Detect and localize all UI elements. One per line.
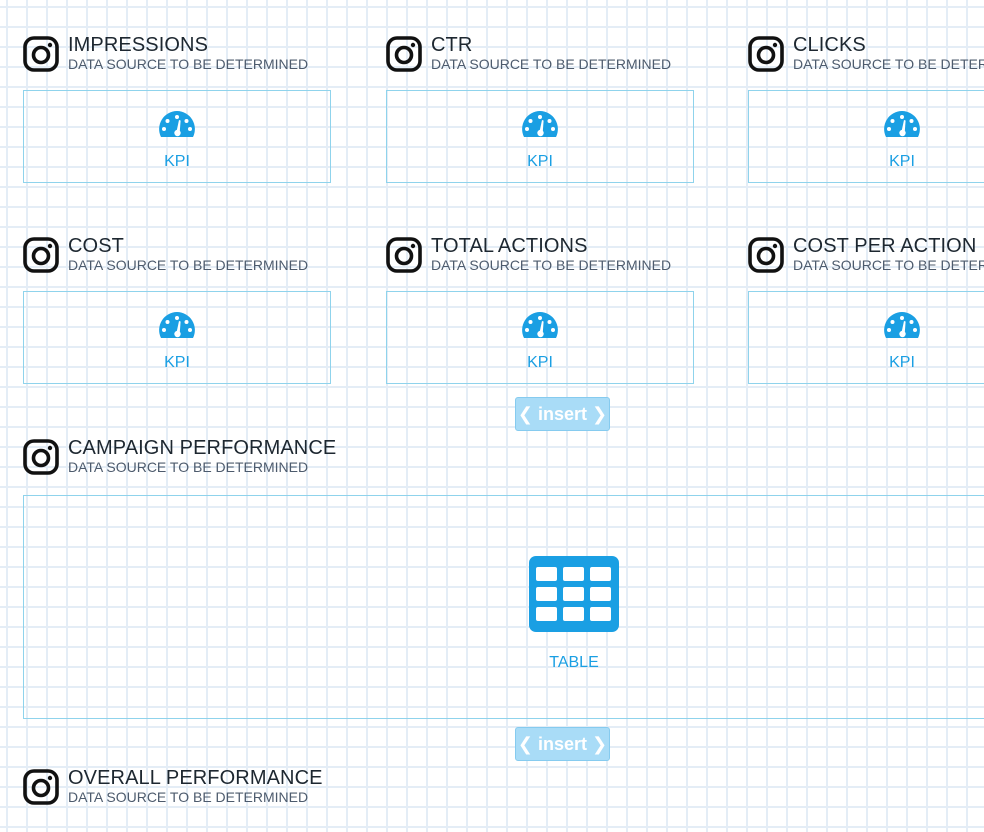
widget-subtitle: DATA SOURCE TO BE DETERMINED [68,459,309,475]
kpi-placeholder[interactable]: KPI [23,90,331,183]
widget-title: CAMPAIGN PERFORMANCE [68,437,337,459]
speedometer-icon [157,310,197,342]
instagram-icon [23,36,59,72]
instagram-icon [23,237,59,273]
widget-title: OVERALL PERFORMANCE [68,767,323,789]
instagram-icon [386,36,422,72]
widget-title: COST PER ACTION [793,235,977,257]
kpi-label: KPI [889,153,915,170]
kpi-placeholder[interactable]: KPI [23,291,331,384]
table-widget-campaign-performance[interactable]: CAMPAIGN PERFORMANCE DATA SOURCE TO BE D… [23,437,984,727]
chevron-left-icon: ❮ [517,734,533,754]
speedometer-icon [157,109,197,141]
widget-overall-performance[interactable]: OVERALL PERFORMANCE DATA SOURCE TO BE DE… [23,767,623,827]
kpi-placeholder[interactable]: KPI [748,90,984,183]
instagram-icon [748,36,784,72]
widget-title: COST [68,235,124,257]
widget-title: TOTAL ACTIONS [431,235,588,257]
table-grid-icon [529,556,619,632]
kpi-widget-clicks[interactable]: CLICKS DATA SOURCE TO BE DETERMINED KPI [748,34,984,194]
kpi-label: KPI [164,153,190,170]
widget-subtitle: DATA SOURCE TO BE DETERMINED [793,56,984,72]
kpi-label: KPI [527,354,553,371]
instagram-icon [748,237,784,273]
insert-button[interactable]: ❮ insert ❯ [515,727,610,761]
kpi-widget-ctr[interactable]: CTR DATA SOURCE TO BE DETERMINED KPI [386,34,696,194]
instagram-icon [23,769,59,805]
kpi-widget-impressions[interactable]: IMPRESSIONS DATA SOURCE TO BE DETERMINED… [23,34,333,194]
insert-button[interactable]: ❮ insert ❯ [515,397,610,431]
kpi-placeholder[interactable]: KPI [748,291,984,384]
table-placeholder[interactable]: TABLE [23,495,984,719]
speedometer-icon [520,310,560,342]
speedometer-icon [882,310,922,342]
chevron-left-icon: ❮ [517,404,533,424]
table-label: TABLE [549,654,599,671]
widget-title: IMPRESSIONS [68,34,209,56]
kpi-placeholder[interactable]: KPI [386,291,694,384]
kpi-label: KPI [164,354,190,371]
widget-title: CTR [431,34,473,56]
widget-subtitle: DATA SOURCE TO BE DETERMINED [793,257,984,273]
widget-subtitle: DATA SOURCE TO BE DETERMINED [68,56,309,72]
insert-label: insert [537,404,588,424]
insert-label: insert [537,734,588,754]
widget-title: CLICKS [793,34,866,56]
widget-subtitle: DATA SOURCE TO BE DETERMINED [68,789,309,805]
chevron-right-icon: ❯ [592,734,608,754]
kpi-label: KPI [527,153,553,170]
instagram-icon [23,439,59,475]
widget-subtitle: DATA SOURCE TO BE DETERMINED [68,257,309,273]
instagram-icon [386,237,422,273]
kpi-widget-cost-per-action[interactable]: COST PER ACTION DATA SOURCE TO BE DETERM… [748,235,984,395]
widget-subtitle: DATA SOURCE TO BE DETERMINED [431,257,672,273]
kpi-widget-total-actions[interactable]: TOTAL ACTIONS DATA SOURCE TO BE DETERMIN… [386,235,696,395]
kpi-widget-cost[interactable]: COST DATA SOURCE TO BE DETERMINED KPI [23,235,333,395]
kpi-label: KPI [889,354,915,371]
speedometer-icon [882,109,922,141]
widget-subtitle: DATA SOURCE TO BE DETERMINED [431,56,672,72]
kpi-placeholder[interactable]: KPI [386,90,694,183]
speedometer-icon [520,109,560,141]
chevron-right-icon: ❯ [592,404,608,424]
